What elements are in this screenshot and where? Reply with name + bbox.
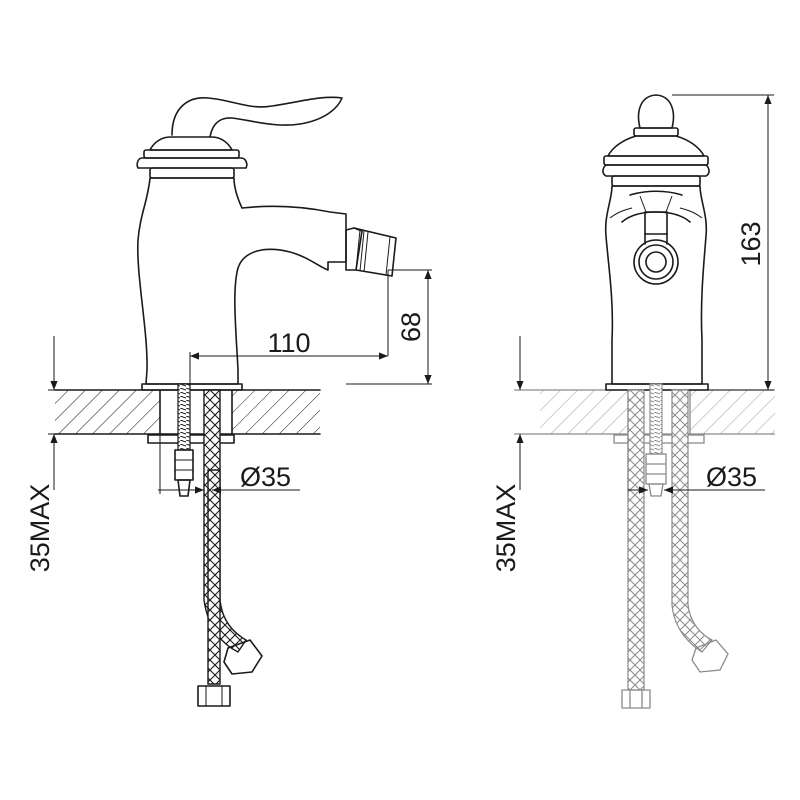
dimension-deck-thickness-front: 35MAX <box>491 336 540 572</box>
hole-diameter-side-label: Ø35 <box>240 462 291 492</box>
hole-diameter-front-label: Ø35 <box>706 462 757 492</box>
threaded-rod-front <box>649 383 663 455</box>
spout-height-label: 68 <box>396 312 426 342</box>
deck-thickness-side-label: 35MAX <box>25 484 55 573</box>
side-mounting-hardware <box>174 383 263 707</box>
handle-cap-side <box>149 136 233 151</box>
handle-knob-front <box>637 94 675 129</box>
side-view: 110 68 Ø35 35MAX <box>25 96 432 707</box>
body-profile-front <box>604 185 708 385</box>
side-deck-section <box>54 389 321 444</box>
side-faucet-body <box>136 96 397 391</box>
threaded-rod-side <box>177 383 191 451</box>
hose-fitting-front-a <box>621 689 651 709</box>
total-height-label: 163 <box>736 221 766 266</box>
hose-front-a <box>627 389 645 691</box>
front-mounting-hardware <box>621 383 729 709</box>
hose-side-b <box>207 469 221 685</box>
body-profile-side <box>136 177 347 385</box>
hose-front-b <box>671 389 713 653</box>
collar-ring-side <box>143 149 240 159</box>
dimension-hole-diameter-front: Ø35 <box>627 434 765 496</box>
aerator-front <box>633 211 679 285</box>
hose-fitting-side-b <box>197 685 231 707</box>
dimension-hole-diameter-side: Ø35 <box>158 434 300 494</box>
front-view: 163 Ø35 35MAX <box>491 94 775 709</box>
dimension-spout-reach: 110 <box>189 328 388 384</box>
dimension-total-height: 163 <box>672 94 774 391</box>
handle-lever-side <box>171 96 343 138</box>
front-faucet-body <box>602 94 710 391</box>
dimension-deck-thickness-side: 35MAX <box>25 336 60 572</box>
hose-fitting-side-a <box>223 639 263 675</box>
front-deck-section <box>540 389 775 444</box>
deck-thickness-front-label: 35MAX <box>491 484 521 573</box>
hose-fitting-front-b <box>691 639 729 673</box>
aerator-side <box>345 227 397 277</box>
spout-reach-label: 110 <box>267 328 310 358</box>
dimension-spout-height: 68 <box>346 269 432 385</box>
